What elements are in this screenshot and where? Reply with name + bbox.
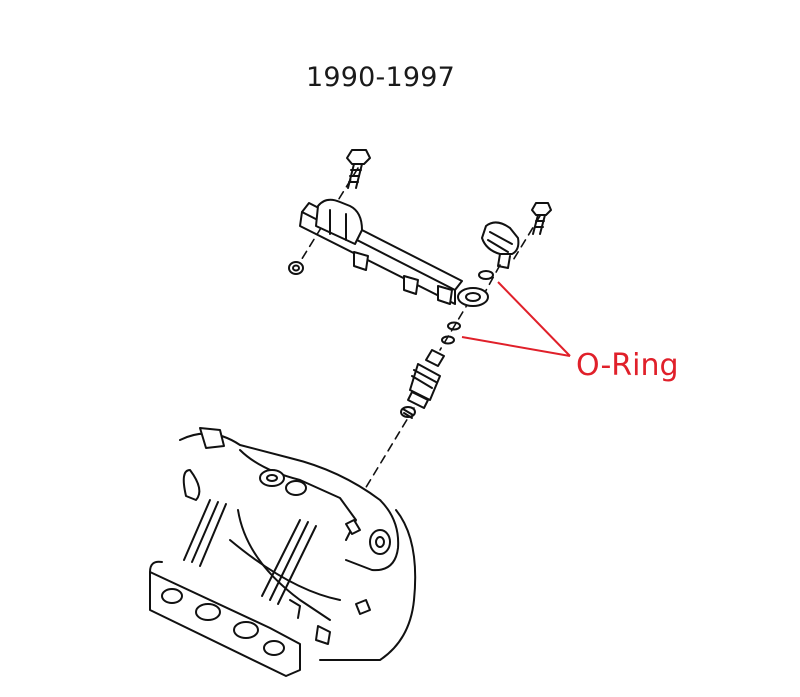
mounting-bolt-left <box>346 149 371 189</box>
mounting-bolt-right <box>531 202 552 235</box>
fuel-injector <box>400 349 445 419</box>
fuel-rail <box>288 198 489 307</box>
o-ring-regulator <box>478 270 494 280</box>
year-range-title: 1990-1997 <box>306 62 455 93</box>
o-ring-callout-lines <box>461 281 571 357</box>
o-ring-injector-top <box>447 321 461 331</box>
o-ring-callout-label: O-Ring <box>576 348 679 383</box>
fuel-pressure-regulator <box>481 221 520 269</box>
o-ring-injector-upper <box>441 335 455 345</box>
intake-manifold <box>149 427 417 677</box>
